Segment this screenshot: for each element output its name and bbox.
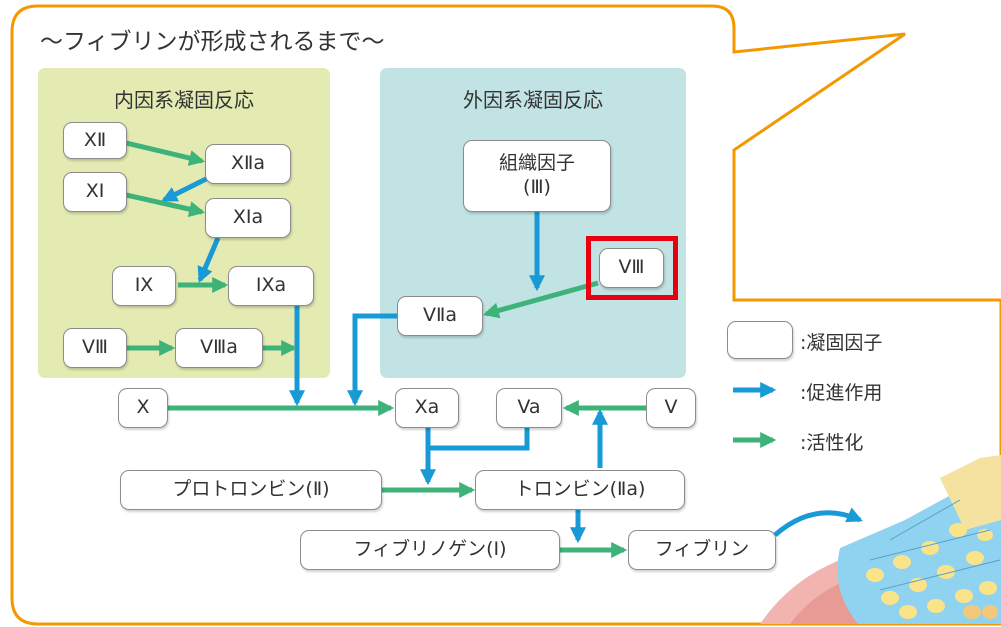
activate-arrow-11 — [125, 192, 206, 218]
promote-arrow-11a-9 — [197, 237, 221, 283]
prothrombin-node: プロトロンビン(Ⅱ) — [120, 470, 382, 510]
factor-xiia-node: XⅡa — [205, 144, 291, 184]
factor-x-node: X — [118, 388, 168, 428]
factor-ix-node: ⅠX — [112, 266, 176, 306]
factor-viia-node: VⅡa — [397, 296, 483, 336]
factor-xa-node: Xa — [395, 388, 459, 428]
promote-arrow-7a-10 — [346, 313, 398, 407]
promote-arrow-5a-2 — [428, 428, 530, 451]
factor-xi-node: XⅠ — [63, 172, 127, 212]
factor-viiia-node: VⅢa — [175, 328, 263, 368]
highlight-box — [586, 236, 678, 300]
factor-va-node: Va — [496, 388, 562, 428]
intrinsic-panel-title: 内因系凝固反応 — [114, 88, 254, 112]
blood-clot-illustration — [760, 455, 1001, 624]
tissue-factor-label: 組織因子 — [498, 152, 575, 175]
extrinsic-panel-title: 外因系凝固反応 — [463, 88, 603, 112]
activate-arrow-7 — [482, 280, 599, 319]
factor-ixa-node: ⅠXa — [228, 266, 314, 306]
diagram-title: 〜フィブリンが形成されるまで〜 — [40, 29, 385, 55]
promote-arrow-12a-11 — [161, 175, 210, 203]
tissue-factor-node: 組織因子 (Ⅲ) — [463, 140, 611, 212]
legend-factor-label: :凝固因子 — [800, 332, 883, 354]
legend-activate-label: :活性化 — [800, 432, 864, 454]
tissue-factor-roman: (Ⅲ) — [523, 176, 551, 198]
promote-arrow-to-clot — [773, 507, 863, 537]
activate-arrow-12 — [125, 140, 206, 166]
factor-viii-node: VⅢ — [63, 328, 127, 368]
factor-xii-node: XⅡ — [63, 122, 127, 159]
thrombin-node: トロンビン(Ⅱa) — [475, 470, 685, 510]
factor-v-node: V — [646, 388, 696, 428]
legend-promote-label: :促進作用 — [800, 382, 883, 404]
legend-factor-swatch — [727, 321, 793, 359]
fibrin-node: フィブリン — [628, 530, 776, 570]
factor-vii-node: VⅢ — [599, 248, 664, 288]
factor-xia-node: XⅠa — [205, 198, 291, 238]
fibrinogen-node: フィブリノゲン(Ⅰ) — [300, 530, 560, 570]
